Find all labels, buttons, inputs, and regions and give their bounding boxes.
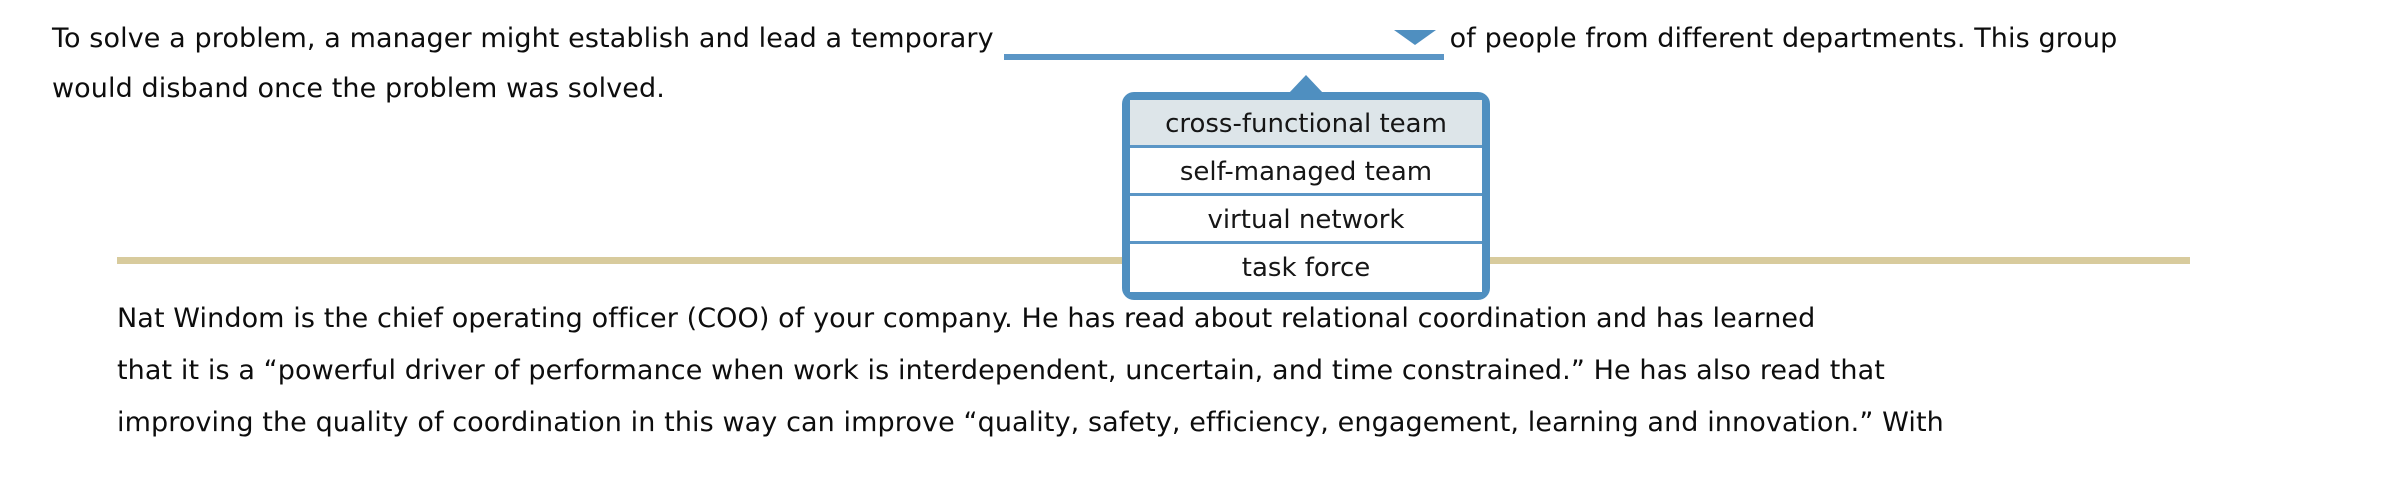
question-paragraph: To solve a problem, a manager might esta… [52,14,2382,114]
answer-dropdown-popup[interactable]: cross-functional team self-managed team … [1122,75,1490,300]
answer-select[interactable] [1003,20,1444,60]
scenario-paragraph: Nat Windom is the chief operating office… [117,293,2397,449]
scenario-line-2: that it is a “powerful driver of perform… [117,355,1885,386]
dropdown-option-self-managed-team[interactable]: self-managed team [1130,148,1482,196]
question-text-after-blank: of people from different departments. Th… [1449,23,2118,54]
dropdown-pointer-icon [1289,75,1323,93]
chevron-down-icon[interactable] [1393,29,1436,45]
question-line-2: would disband once the problem was solve… [52,64,2382,114]
question-text-before-blank: To solve a problem, a manager might esta… [52,23,994,54]
scenario-line-1: Nat Windom is the chief operating office… [117,303,1816,334]
dropdown-option-virtual-network[interactable]: virtual network [1130,196,1482,244]
question-line-1: To solve a problem, a manager might esta… [52,14,2382,64]
dropdown-option-task-force[interactable]: task force [1130,244,1482,292]
question-line-2-text: would disband once the problem was solve… [52,73,665,104]
scenario-line-3: improving the quality of coordination in… [117,407,1944,438]
dropdown-option-cross-functional-team[interactable]: cross-functional team [1130,100,1482,148]
